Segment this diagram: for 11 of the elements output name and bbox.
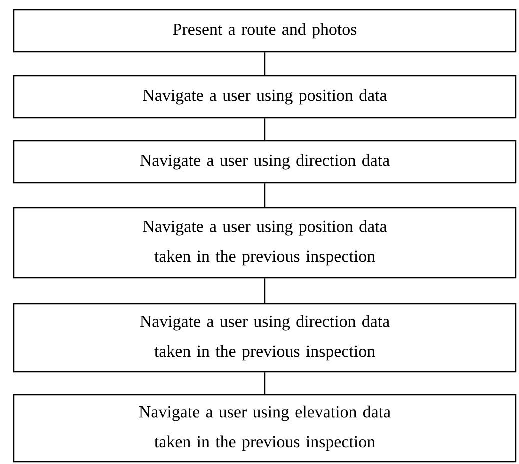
process-box: Navigate a user using position data (13, 75, 517, 119)
process-box: Navigate a user using position data taken in the previous inspection (13, 207, 517, 279)
connector-line (264, 372, 266, 394)
connector-line (264, 52, 266, 76)
connector-line (264, 118, 266, 140)
connector-line (264, 184, 266, 208)
process-box: Navigate a user using direction data taken in the previous inspection (13, 303, 517, 373)
connector-line (264, 278, 266, 304)
process-box: Navigate a user using direction data (13, 140, 517, 184)
process-box: Navigate a user using elevation data taken in the previous inspection (13, 394, 517, 463)
process-box: Present a route and photos (13, 9, 517, 53)
